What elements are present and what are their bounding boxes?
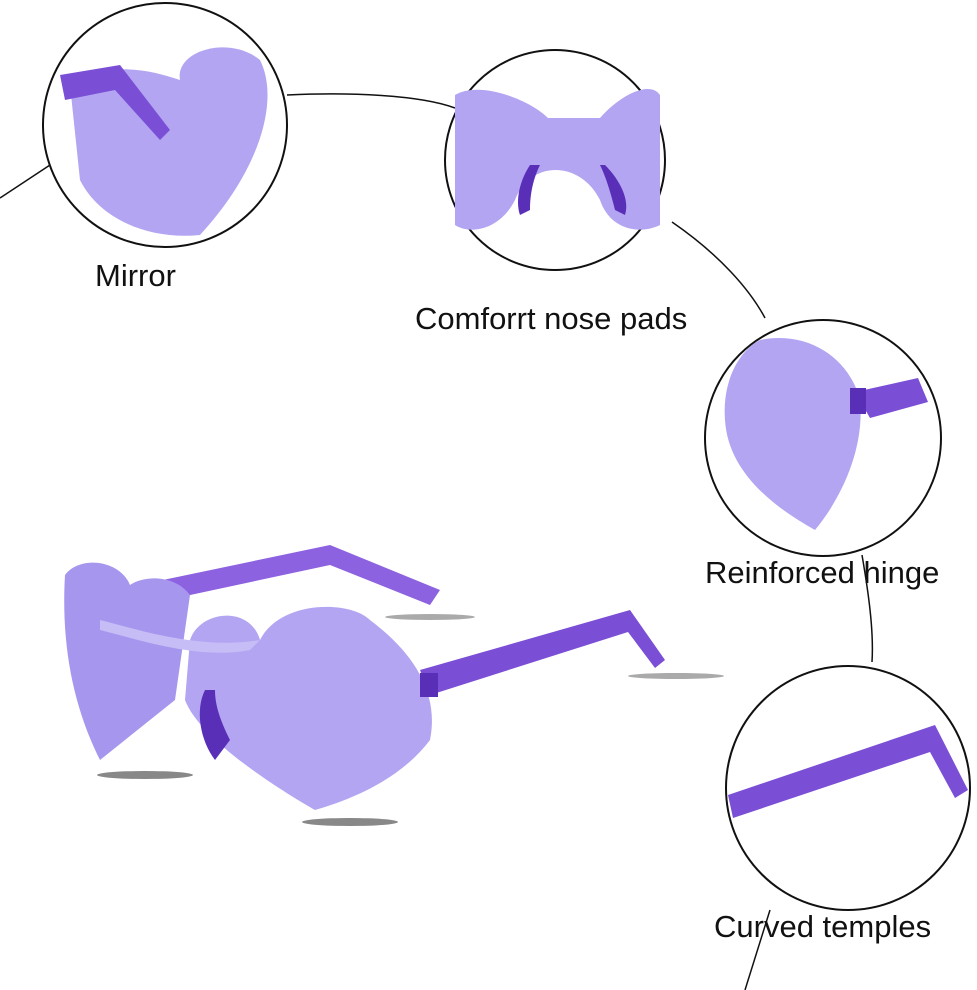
mirror-detail-circle <box>42 2 288 248</box>
callout-label-nose-pads: Comforrt nose pads <box>415 301 688 336</box>
hinge-detail-circle <box>704 319 942 557</box>
connector-lines <box>0 93 874 990</box>
callout-label-temples: Curved temples <box>714 909 932 944</box>
heart-sunglasses <box>64 545 724 826</box>
callout-label-hinge: Reinforced hinge <box>705 555 940 590</box>
callout-label-mirror: Mirror <box>95 258 176 293</box>
nose-pads-detail-circle <box>444 49 666 271</box>
temples-detail-circle <box>725 665 971 911</box>
